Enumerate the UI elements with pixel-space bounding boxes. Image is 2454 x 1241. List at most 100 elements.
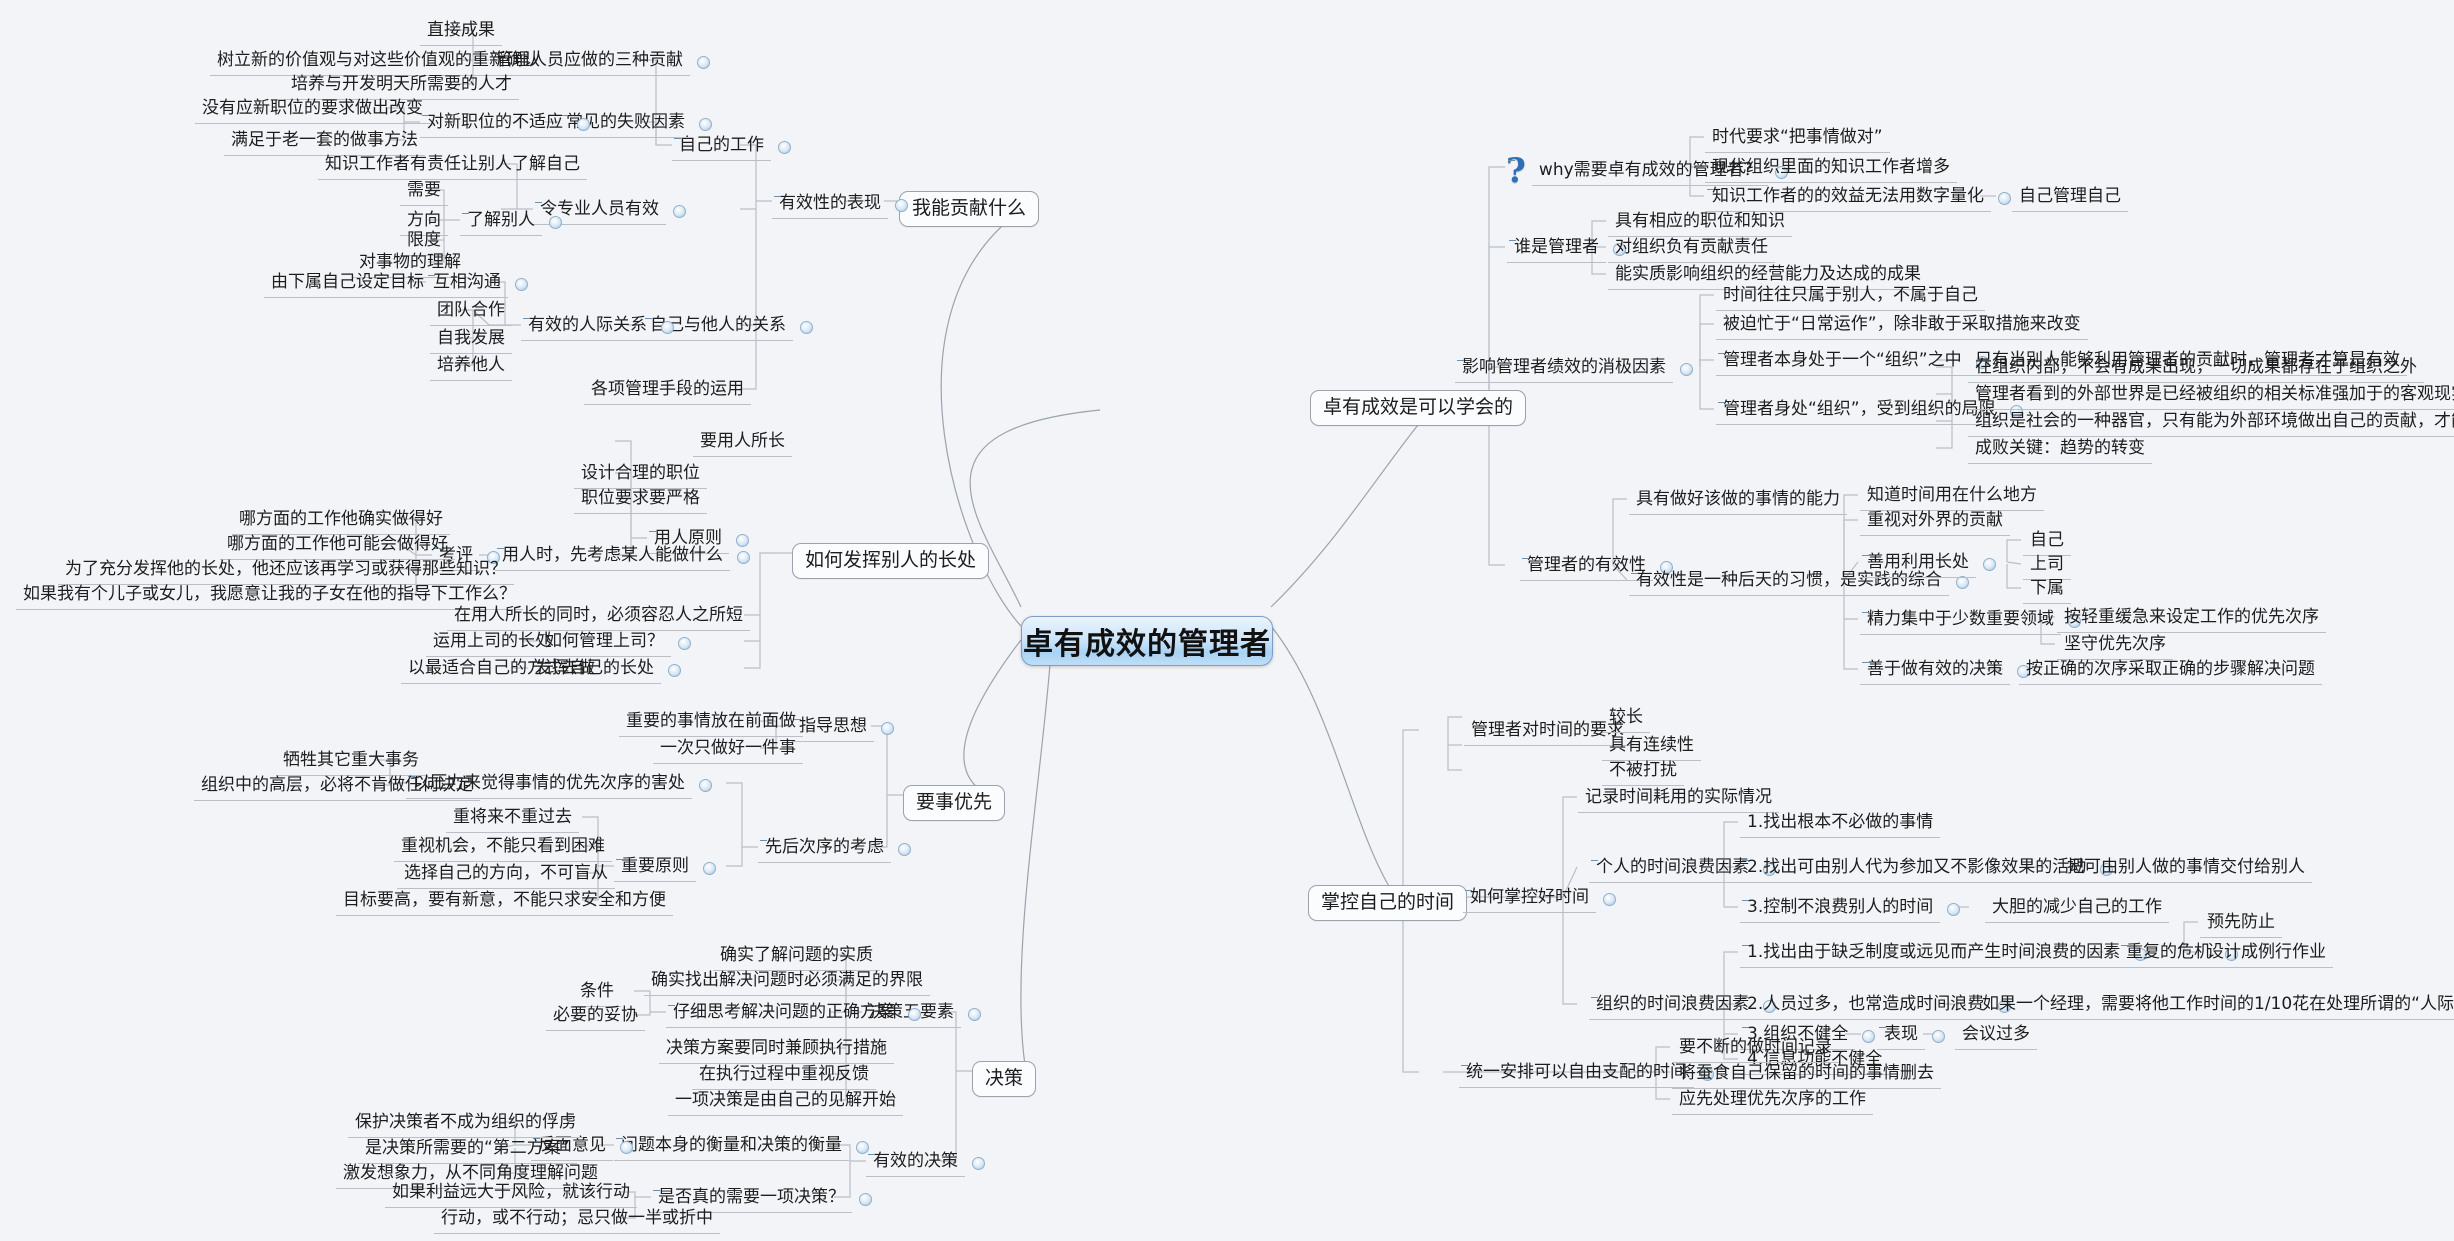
collapse-bullet-icon[interactable] bbox=[1613, 242, 1626, 256]
collapse-bullet-icon[interactable] bbox=[898, 842, 911, 856]
mindmap-node[interactable]: 大胆的减少自己的工作 bbox=[1985, 895, 2169, 923]
collapse-bullet-icon[interactable] bbox=[699, 117, 712, 131]
mindmap-node[interactable]: 在执行过程中重视反馈 bbox=[692, 1062, 876, 1090]
collapse-bullet-icon[interactable] bbox=[895, 198, 908, 212]
mindmap-node[interactable]: 将蚕食自己保留的时间的事情删去 bbox=[1672, 1061, 1941, 1089]
mindmap-node[interactable]: 具有连续性 bbox=[1602, 733, 1701, 761]
mindmap-node[interactable]: 以压力来觉得事情的优先次序的害处 bbox=[406, 771, 712, 799]
mindmap-node[interactable]: 在组织内部，不会有成果出现，一切成果都存在于组织之外 bbox=[1968, 355, 2424, 383]
mindmap-node[interactable]: 下属 bbox=[2023, 576, 2071, 604]
mindmap-node[interactable]: 常见的失败因素 bbox=[559, 110, 712, 138]
root-node[interactable]: 卓有成效的管理者 bbox=[1021, 616, 1273, 666]
mindmap-node[interactable]: 统一安排可以自由支配的时间 bbox=[1459, 1060, 1714, 1088]
mindmap-node[interactable]: 管理者的有效性 bbox=[1520, 553, 1673, 581]
collapse-bullet-icon[interactable] bbox=[1603, 892, 1616, 906]
collapse-bullet-icon[interactable] bbox=[1983, 557, 1996, 571]
mindmap-node[interactable]: 一项决策是由自己的见解开始 bbox=[668, 1088, 903, 1116]
collapse-bullet-icon[interactable] bbox=[2100, 862, 2114, 876]
mindmap-node[interactable]: 要不断的做时间记录 bbox=[1672, 1035, 1839, 1063]
collapse-bullet-icon[interactable] bbox=[2134, 947, 2148, 961]
mindmap-node[interactable]: 如何管理上司？ bbox=[538, 629, 691, 657]
mindmap-node[interactable]: 重要原则 bbox=[614, 854, 716, 882]
mindmap-node[interactable]: 哪方面的工作他可能会做得好 bbox=[220, 532, 455, 560]
mindmap-node[interactable]: 把可由别人做的事情交付给别人 bbox=[2060, 855, 2312, 883]
mindmap-node[interactable]: 运用上司的长处 bbox=[426, 629, 559, 657]
mindmap-node[interactable]: 2.人员过多，也常造成时间浪费 bbox=[1740, 992, 2012, 1020]
mindmap-node[interactable]: 上司 bbox=[2023, 552, 2071, 580]
mindmap-node[interactable]: 哪方面的工作他确实做得好 bbox=[232, 507, 450, 535]
collapse-bullet-icon[interactable] bbox=[703, 861, 716, 875]
mindmap-node[interactable]: 时代要求“把事情做对” bbox=[1705, 125, 1890, 153]
mindmap-node[interactable]: 谁是管理者 bbox=[1507, 235, 1626, 263]
collapse-bullet-icon[interactable] bbox=[1862, 1029, 1876, 1043]
mindmap-node[interactable]: 自己 bbox=[2023, 528, 2071, 556]
mindmap-node[interactable]: 如何发挥别人的长处 bbox=[792, 543, 990, 579]
mindmap-node[interactable]: 记录时间耗用的实际情况 bbox=[1578, 785, 1779, 813]
collapse-bullet-icon[interactable] bbox=[515, 277, 528, 291]
mindmap-node[interactable]: 如果我有个儿子或女儿，我愿意让我的子女在他的指导下工作么？ bbox=[16, 582, 523, 610]
mindmap-node[interactable]: 目标要高，要有新意，不能只求安全和方便 bbox=[336, 888, 673, 916]
collapse-bullet-icon[interactable] bbox=[856, 1140, 869, 1154]
mindmap-node[interactable]: 自己与他人的关系 bbox=[643, 313, 813, 341]
mindmap-node[interactable]: 指导思想 bbox=[792, 714, 894, 742]
mindmap-node[interactable]: 确实找出解决问题时必须满足的界限 bbox=[644, 968, 930, 996]
collapse-bullet-icon[interactable] bbox=[968, 1007, 981, 1021]
collapse-bullet-icon[interactable] bbox=[577, 117, 590, 131]
collapse-bullet-icon[interactable] bbox=[1680, 362, 1693, 376]
mindmap-node[interactable]: 有效性的表现 bbox=[772, 191, 908, 219]
collapse-bullet-icon[interactable] bbox=[661, 320, 674, 334]
collapse-bullet-icon[interactable] bbox=[2017, 664, 2030, 678]
mindmap-node[interactable]: 个人的时间浪费因素 bbox=[1589, 855, 1776, 883]
mindmap-node[interactable]: 对新职位的不适应 bbox=[420, 110, 590, 138]
collapse-bullet-icon[interactable] bbox=[668, 663, 681, 677]
collapse-bullet-icon[interactable] bbox=[1947, 902, 1961, 916]
collapse-bullet-icon[interactable] bbox=[736, 533, 749, 547]
mindmap-node[interactable]: 重视机会，不能只看到困难 bbox=[394, 834, 612, 862]
mindmap-node[interactable]: 设计成例行作业 bbox=[2200, 940, 2333, 968]
mindmap-node[interactable]: 管理者身处“组织”，受到组织的局限 bbox=[1716, 397, 2023, 425]
mindmap-node[interactable]: 是决策所需要的“第二方案” bbox=[358, 1136, 577, 1164]
mindmap-node[interactable]: 有效的人际关系 bbox=[521, 313, 674, 341]
mindmap-node[interactable]: 团队合作 bbox=[430, 298, 512, 326]
mindmap-node[interactable]: 重要的事情放在前面做 bbox=[619, 709, 803, 737]
mindmap-node[interactable]: 对事物的理解 bbox=[352, 250, 468, 278]
mindmap-node[interactable]: 满足于老一套的做事方法 bbox=[224, 128, 425, 156]
mindmap-node[interactable]: 精力集中于少数重要领域 bbox=[1860, 607, 2081, 635]
mindmap-node[interactable]: 互相沟通 bbox=[426, 270, 528, 298]
collapse-bullet-icon[interactable] bbox=[1763, 862, 1776, 876]
mindmap-node[interactable]: 为了充分发挥他的长处，他还应该再学习或获得那些知识？ bbox=[58, 557, 514, 585]
collapse-bullet-icon[interactable] bbox=[1975, 355, 1989, 369]
mindmap-node[interactable]: 我能贡献什么 bbox=[899, 191, 1040, 227]
mindmap-node[interactable]: 管理者看到的外部世界是已经被组织的相关标准强加于的客观现实 bbox=[1968, 382, 2454, 410]
collapse-bullet-icon[interactable] bbox=[1956, 575, 1969, 589]
mindmap-node[interactable]: 选择自己的方向，不可盲从 bbox=[397, 861, 615, 889]
mindmap-node[interactable]: 如果利益远大于风险，就该行动 bbox=[385, 1180, 637, 1208]
collapse-bullet-icon[interactable] bbox=[678, 636, 691, 650]
mindmap-node[interactable]: 较长 bbox=[1602, 705, 1650, 733]
collapse-bullet-icon[interactable] bbox=[697, 55, 710, 69]
mindmap-node[interactable]: 重视对外界的贡献 bbox=[1860, 508, 2010, 536]
mindmap-node[interactable]: 反面意见 bbox=[531, 1133, 633, 1161]
mindmap-node[interactable]: 限度 bbox=[400, 228, 448, 256]
mindmap-node[interactable]: 只有当别人能够利用管理者的贡献时，管理者才算是有效 bbox=[1968, 348, 2407, 376]
mindmap-node[interactable]: 有效的决策 bbox=[866, 1149, 985, 1177]
mindmap-node[interactable]: 问题本身的衡量和决策的衡量 bbox=[614, 1133, 869, 1161]
mindmap-node[interactable]: 管理者本身处于一个“组织”之中 bbox=[1716, 348, 1989, 376]
mindmap-node[interactable]: 培养他人 bbox=[430, 353, 512, 381]
collapse-bullet-icon[interactable] bbox=[737, 550, 750, 564]
collapse-bullet-icon[interactable] bbox=[1774, 165, 1788, 179]
mindmap-node[interactable]: 卓有成效是可以学会的 bbox=[1310, 390, 1527, 426]
mindmap-node[interactable]: 不被打扰 bbox=[1602, 758, 1684, 786]
mindmap-node[interactable]: 自己管理自己 bbox=[2012, 184, 2128, 212]
mindmap-node[interactable]: 各项管理手段的运用 bbox=[584, 377, 751, 405]
mindmap-node[interactable]: 职位要求要严格 bbox=[574, 486, 707, 514]
mindmap-node[interactable]: 组织中的高层，必将不肯做任何决定 bbox=[194, 773, 480, 801]
mindmap-node[interactable]: 组织的时间浪费因素 bbox=[1589, 992, 1776, 1020]
mindmap-node[interactable]: 善于做有效的决策 bbox=[1860, 657, 2030, 685]
mindmap-node[interactable]: 2.找出可由别人代为参加又不影像效果的活动 bbox=[1740, 855, 2114, 883]
mindmap-node[interactable]: 会议过多 bbox=[1955, 1022, 2037, 1050]
mindmap-node[interactable]: 预先防止 bbox=[2200, 910, 2282, 938]
mindmap-node[interactable]: 在用人所长的同时，必须容忍人之所短 bbox=[447, 603, 750, 631]
mindmap-node[interactable]: 对组织负有贡献责任 bbox=[1608, 235, 1775, 263]
mindmap-node[interactable]: 被迫忙于“日常运作”，除非敢于采取措施来改变 bbox=[1716, 312, 2088, 340]
